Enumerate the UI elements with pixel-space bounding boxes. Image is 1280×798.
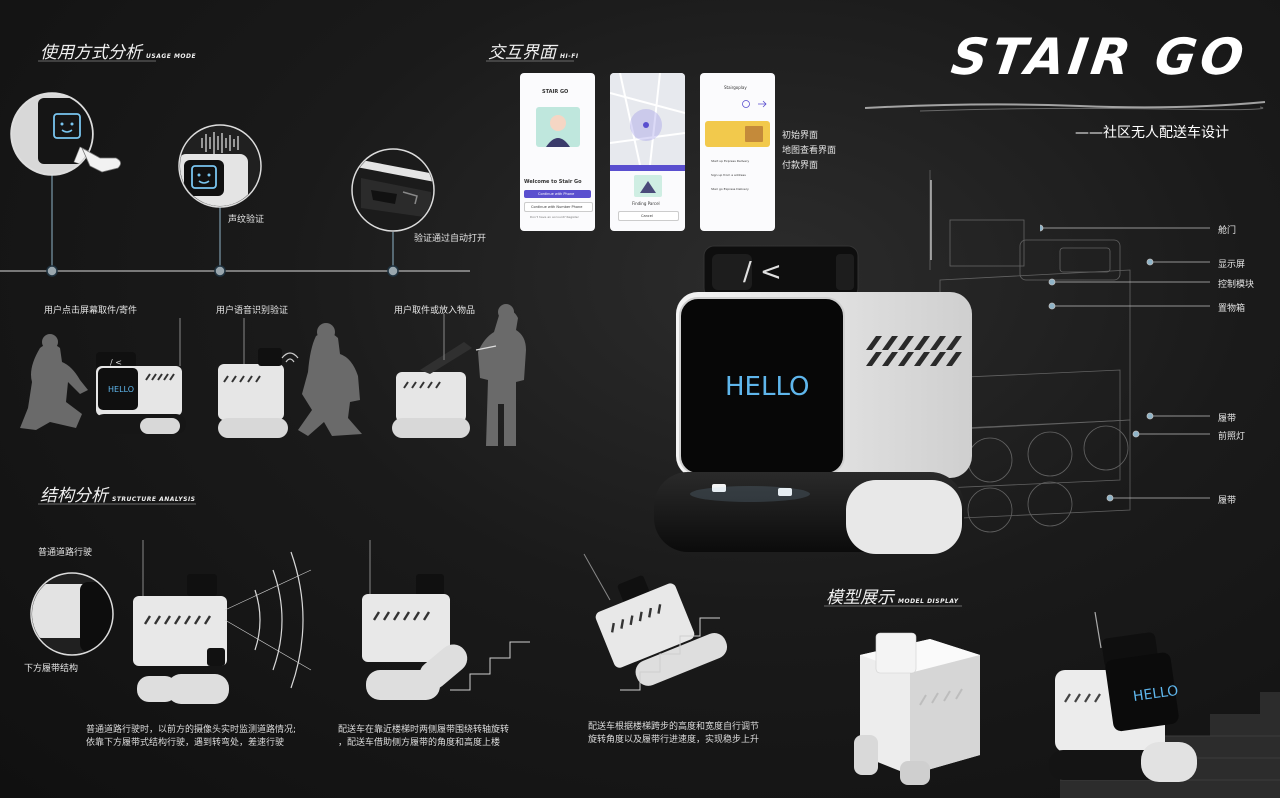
step-voice-label: 声纹验证: [228, 215, 265, 225]
step-open-label: 验证通过自动打开: [414, 234, 487, 244]
box-icon: [745, 126, 763, 142]
phone-finding-status: Finding Parcel: [632, 201, 660, 206]
callout-headlight: 前照灯: [1218, 432, 1246, 442]
robot-main-render: [654, 245, 972, 554]
phone3-action-icons: [742, 100, 767, 108]
note-climb-line: 旋转角度以及履带行进速度，实现稳步上升: [588, 735, 760, 745]
callout-track-lower: 履带: [1218, 496, 1237, 506]
model-underline: [824, 605, 962, 607]
parcel-illustration: [634, 175, 662, 197]
track-closeup: [30, 572, 114, 656]
screen-label-payment: 付款界面: [782, 161, 819, 171]
phone-secondary-button[interactable]: Continue with Number Phone: [524, 202, 593, 212]
model-title-en: MODEL DISPLAY: [898, 598, 959, 605]
auto-open-closeup: [351, 148, 435, 232]
ui-title-en: HI-FI: [560, 53, 579, 60]
phone-primary-button-label: Continue with Phone: [538, 192, 575, 196]
scene-touch-illustration: / < HELLO: [20, 318, 186, 434]
phone3-delivery-card[interactable]: [705, 121, 770, 147]
usage-title-en: USAGE MODE: [146, 53, 197, 60]
phone3-list: Start up Express Delivery Sign up from a…: [705, 159, 770, 201]
phone3-header: Stairgoplay: [724, 85, 747, 90]
note-approach-line: 配送车在靠近楼梯时两侧履带围绕转轴旋转: [338, 725, 510, 735]
usage-heading: 使用方式分析 USAGE MODE: [40, 38, 196, 63]
phone-hero-illustration: [536, 107, 580, 147]
callout-control: 控制模块: [1218, 280, 1255, 290]
note-approach: 配送车在靠近楼梯时两侧履带围绕转轴旋转 ，配送车借助侧方履带的角度和高度上楼: [338, 724, 509, 750]
phone3-item[interactable]: Sign up from a address: [711, 173, 746, 177]
callout-track-upper: 履带: [1218, 414, 1237, 424]
robot-stair-approach: [362, 540, 530, 700]
phone-footer: Don't have an account? Register: [530, 215, 579, 219]
screen-label-initial: 初始界面: [782, 131, 819, 141]
scene-voice-illustration: [218, 318, 362, 438]
phone3-item[interactable]: Stair go Express Delivery: [711, 187, 749, 191]
scene-pickup-illustration: [392, 304, 526, 446]
note-road-line: 普通道路行驶时，以前方的摄像头实时监测道路情况;: [86, 725, 297, 735]
brand-subtitle: ——社区无人配送车设计: [1075, 125, 1229, 141]
phone-map-screen: Finding Parcel Cancel: [610, 73, 685, 231]
phone3-item[interactable]: Start up Express Delivery: [711, 159, 750, 163]
phone-map-view: [610, 73, 685, 165]
phone-cancel-button[interactable]: Cancel: [618, 211, 679, 221]
scene-touch-label: 用户点击屏幕取件/寄件: [44, 306, 138, 316]
callout-storage: 置物箱: [1218, 304, 1246, 314]
usage-timeline: [0, 171, 470, 277]
phone-primary-button[interactable]: Continue with Phone: [524, 190, 591, 198]
note-climb-line: 配送车根据楼梯跨步的高度和宽度自行调节: [588, 722, 760, 732]
ui-heading: 交互界面 HI-FI: [488, 38, 579, 63]
callout-hatch: 舱门: [1218, 226, 1237, 236]
structure-title: 结构分析: [40, 486, 108, 506]
model-title: 模型展示: [826, 588, 894, 608]
screen-label-map: 地图查看界面: [782, 146, 837, 156]
note-climb: 配送车根据楼梯跨步的高度和宽度自行调节 旋转角度以及履带行进速度，实现稳步上升: [588, 721, 759, 747]
track-structure-label: 下方履带结构: [24, 664, 79, 674]
note-road: 普通道路行驶时，以前方的摄像头实时监测道路情况; 依靠下方履带式结构行驶，遇到转…: [86, 724, 296, 750]
robot-display-text: / <: [743, 257, 782, 287]
ui-title: 交互界面: [488, 43, 556, 63]
phone-logo: STAIR GO: [542, 89, 569, 95]
note-road-line: 依靠下方履带式结构行驶，遇到转弯处，差速行驶: [86, 738, 285, 748]
callout-lines: [1040, 224, 1210, 502]
phone-cancel-label: Cancel: [641, 214, 653, 218]
voice-verify-closeup: [178, 124, 262, 208]
scene-hello-text: HELLO: [108, 385, 134, 394]
usage-title: 使用方式分析: [40, 43, 142, 63]
structure-underline: [38, 503, 196, 505]
robot-screen-text: HELLO: [725, 372, 810, 402]
robot-climbing: [583, 553, 728, 691]
ui-underline: [486, 60, 574, 62]
scene-voice-label: 用户语音识别验证: [216, 306, 289, 316]
svg-text:/ <: / <: [110, 358, 122, 367]
structure-heading: 结构分析 STRUCTURE ANALYSIS: [40, 481, 196, 506]
hand-icon: [81, 147, 121, 173]
phone-initial-screen: STAIR GO Welcome to Stair Go Continue wi…: [520, 73, 595, 231]
note-approach-line: ，配送车借助侧方履带的角度和高度上楼: [338, 738, 501, 748]
model-robot-photo: [1049, 612, 1197, 782]
phone-map-banner: [610, 165, 685, 171]
phone-welcome: Welcome to Stair Go: [524, 179, 582, 185]
robot-road-driving: [133, 540, 312, 704]
robot-antenna: [930, 180, 932, 260]
structure-mode-label: 普通道路行驶: [38, 548, 93, 558]
scene-pickup-label: 用户取件或放入物品: [394, 306, 476, 316]
brand-title: STAIR GO: [947, 28, 1252, 86]
phone-secondary-button-label: Continue with Number Phone: [531, 205, 583, 209]
brush-stroke: [864, 101, 1266, 112]
callout-display: 显示屏: [1218, 260, 1246, 270]
structure-title-en: STRUCTURE ANALYSIS: [112, 496, 196, 503]
model-heading: 模型展示 MODEL DISPLAY: [826, 583, 959, 608]
usage-underline: [38, 60, 156, 62]
phone-payment-screen: Stairgoplay Start up Express Delivery Si…: [700, 73, 775, 231]
model-white-print: [854, 632, 980, 785]
touch-screen-closeup: [10, 92, 94, 176]
